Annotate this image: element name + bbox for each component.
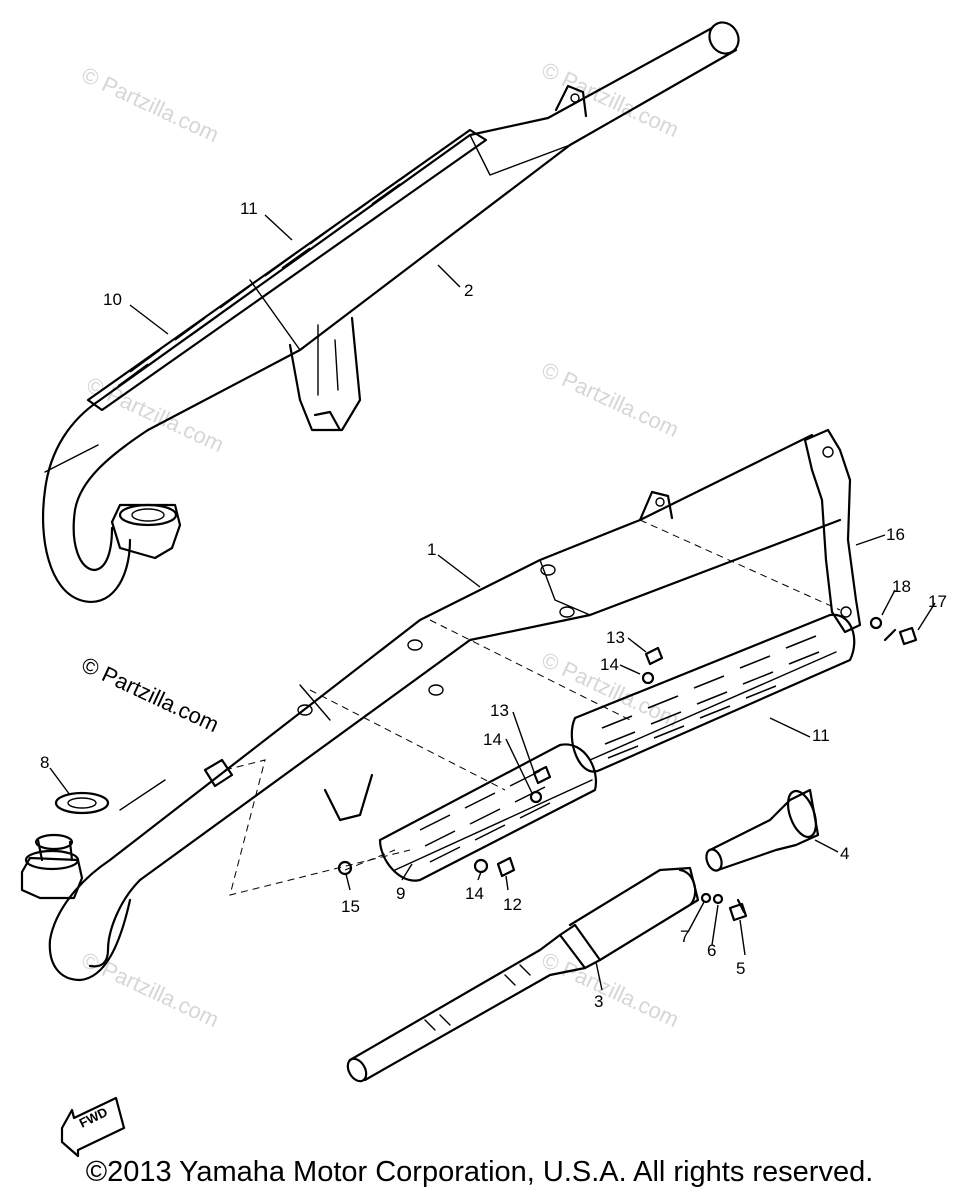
watermark: © Partzilla.com — [78, 62, 223, 147]
callout-8: 8 — [40, 753, 49, 772]
callout-9: 9 — [396, 884, 405, 903]
part-8-gasket — [54, 791, 110, 815]
callout-12: 12 — [503, 895, 522, 914]
copyright-notice: ©2013 Yamaha Motor Corporation, U.S.A. A… — [85, 1156, 874, 1188]
callout-leaders — [49, 214, 936, 991]
part-1-lower-exhaust-pipe — [20, 433, 842, 982]
watermark: © Partzilla.com — [538, 357, 683, 442]
heat-shield-slots-a — [601, 635, 820, 759]
callout-15: 15 — [341, 897, 360, 916]
callout-1: 1 — [427, 540, 436, 559]
callout-13: 13 — [490, 701, 509, 720]
callout-11: 11 — [812, 726, 830, 745]
callout-14: 14 — [483, 730, 502, 749]
part-2-upper-exhaust-pipe — [41, 21, 740, 603]
callout-14: 14 — [465, 884, 484, 903]
callout-13: 13 — [606, 628, 625, 647]
watermark: © Partzilla.com — [83, 372, 228, 457]
watermark: © Partzilla.com — [538, 57, 683, 142]
hardware — [337, 616, 918, 922]
part-16-stay — [803, 428, 862, 634]
callout-6: 6 — [707, 941, 716, 960]
part-9-heat-shield-rear — [378, 743, 598, 882]
callout-3: 3 — [594, 992, 603, 1011]
callout-4: 4 — [840, 844, 849, 863]
watermarks: © Partzilla.com © Partzilla.com © Partzi… — [78, 57, 683, 1032]
part-4-tail-pipe-sleeve — [705, 788, 820, 872]
watermark: © Partzilla.com — [538, 947, 683, 1032]
callout-16: 16 — [886, 525, 905, 544]
upper-heat-shield-slots — [117, 157, 431, 387]
callout-5: 5 — [736, 959, 745, 978]
callout-18: 18 — [892, 577, 911, 596]
part-3-silencer — [346, 866, 700, 1083]
callout-7: 7 — [680, 927, 689, 946]
callout-labels: 11 10 2 1 16 18 17 13 14 13 14 11 8 4 9 … — [40, 199, 947, 1011]
fwd-label: FWD — [77, 1104, 110, 1130]
callout-10: 10 — [103, 290, 122, 309]
callout-14: 14 — [600, 655, 619, 674]
callout-17: 17 — [928, 592, 947, 611]
watermark-dark: © Partzilla.com — [78, 652, 223, 737]
watermark: © Partzilla.com — [78, 947, 223, 1032]
assembly-dashed-lines — [224, 519, 841, 896]
fwd-arrow-icon: FWD — [60, 1096, 126, 1158]
callout-2: 2 — [464, 281, 473, 300]
part-11-heat-shield-lower — [570, 613, 856, 773]
callout-11: 11 — [240, 199, 258, 218]
